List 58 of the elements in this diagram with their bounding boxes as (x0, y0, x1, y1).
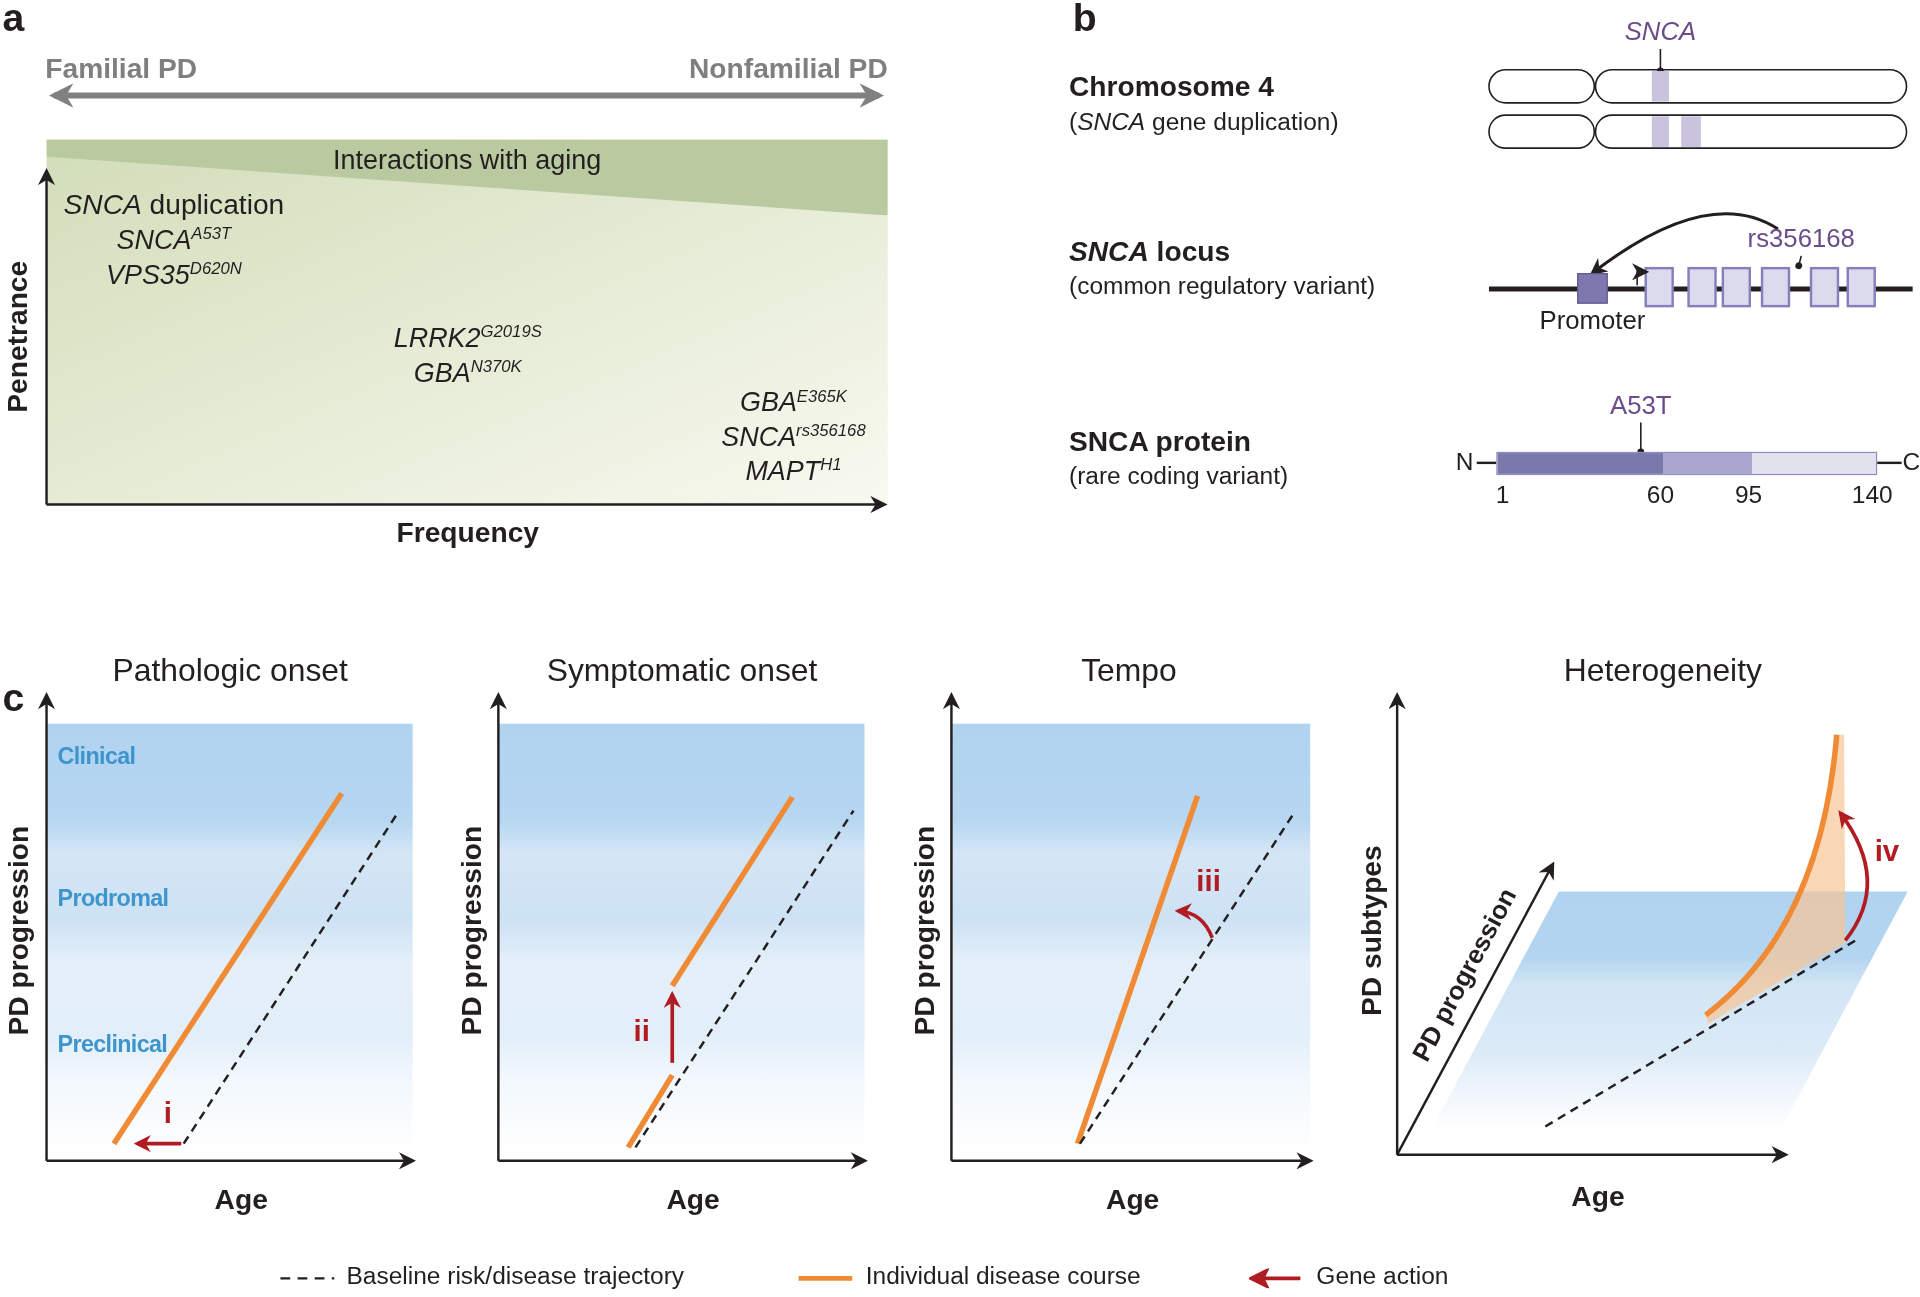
direction-label: Nonfamilial PD (689, 52, 888, 86)
axis-label: Age (214, 1182, 268, 1216)
gene-label: SNCA (1617, 17, 1704, 49)
chart-title: Symptomatic onset (546, 652, 818, 690)
row-subheading: (common regulatory variant) (1069, 271, 1376, 300)
legend-text: Individual disease course (865, 1262, 1141, 1291)
axis-label: Age (1106, 1182, 1160, 1216)
gene-band (1651, 71, 1669, 102)
variant-label: LRRK2$^{G2019S}$ (393, 322, 542, 353)
leader-line (1795, 255, 1803, 270)
gene-action-marker: i (163, 1095, 172, 1130)
residue-number: 140 (1851, 481, 1893, 510)
stage-label: Clinical (57, 743, 136, 770)
legend-text: Gene action (1316, 1262, 1449, 1291)
variant-label: SNCA$^{rs356168}$ (721, 421, 866, 453)
axis-label: Penetrance (0, 260, 34, 413)
residue-number: 95 (1734, 481, 1763, 510)
variant-label: rs356168 (1741, 224, 1862, 256)
residue-number: 60 (1646, 481, 1675, 510)
residue-number: 1 (1495, 481, 1510, 510)
variant-label: GBA$^{E365K}$ (739, 386, 847, 418)
axis-label: PD progression (908, 825, 941, 1036)
axis-label: PD subtypes (1355, 845, 1388, 1016)
gene-action-marker: iv (1874, 833, 1900, 868)
direction-label: Familial PD (45, 52, 198, 86)
promoter-box (1577, 273, 1608, 304)
terminus-label: N (1455, 448, 1474, 477)
panel-letter: b (1072, 0, 1097, 41)
axis-label: Age (666, 1182, 720, 1216)
variant-label: MAPT$^{H1}$ (745, 455, 842, 487)
row-heading: Chromosome 4 (1069, 69, 1274, 103)
panel-letter: a (2, 0, 25, 41)
row-heading: SNCA protein (1069, 424, 1251, 458)
row-subheading: (rare coding variant) (1069, 461, 1289, 490)
axis-label: PD progression (455, 825, 488, 1036)
gene-action-marker: ii (633, 1013, 650, 1048)
gene-locus-drawing (1486, 265, 1916, 309)
row-heading: SNCA locus (1069, 235, 1231, 268)
gene-action-marker: iii (1196, 864, 1221, 899)
variant-label: A53T (1604, 390, 1678, 423)
terminus-label: C (1902, 448, 1920, 477)
variant-label: VPS35$^{D620N}$ (105, 259, 242, 291)
axis-label: PD progression (2, 825, 35, 1036)
chart-title: Tempo (1081, 652, 1177, 690)
variant-label: GBA$^{N370K}$ (413, 357, 522, 389)
protein-bar (1496, 451, 1878, 476)
variant-label: SNCA duplication (63, 188, 285, 221)
row-subheading: (SNCA gene duplication) (1069, 107, 1339, 136)
axis-label: Age (1571, 1180, 1625, 1213)
chart-title: Heterogeneity (1563, 652, 1762, 690)
axis-label: Frequency (396, 516, 539, 550)
variant-label: SNCA$^{A53T}$ (116, 224, 232, 256)
promoter-label: Promoter (1539, 306, 1646, 336)
legend-text: Baseline risk/disease trajectory (346, 1262, 685, 1291)
chart-title: Pathologic onset (112, 652, 348, 690)
stage-label: Preclinical (57, 1031, 168, 1058)
panel-letter: c (2, 675, 25, 721)
stage-label: Prodromal (57, 885, 169, 913)
